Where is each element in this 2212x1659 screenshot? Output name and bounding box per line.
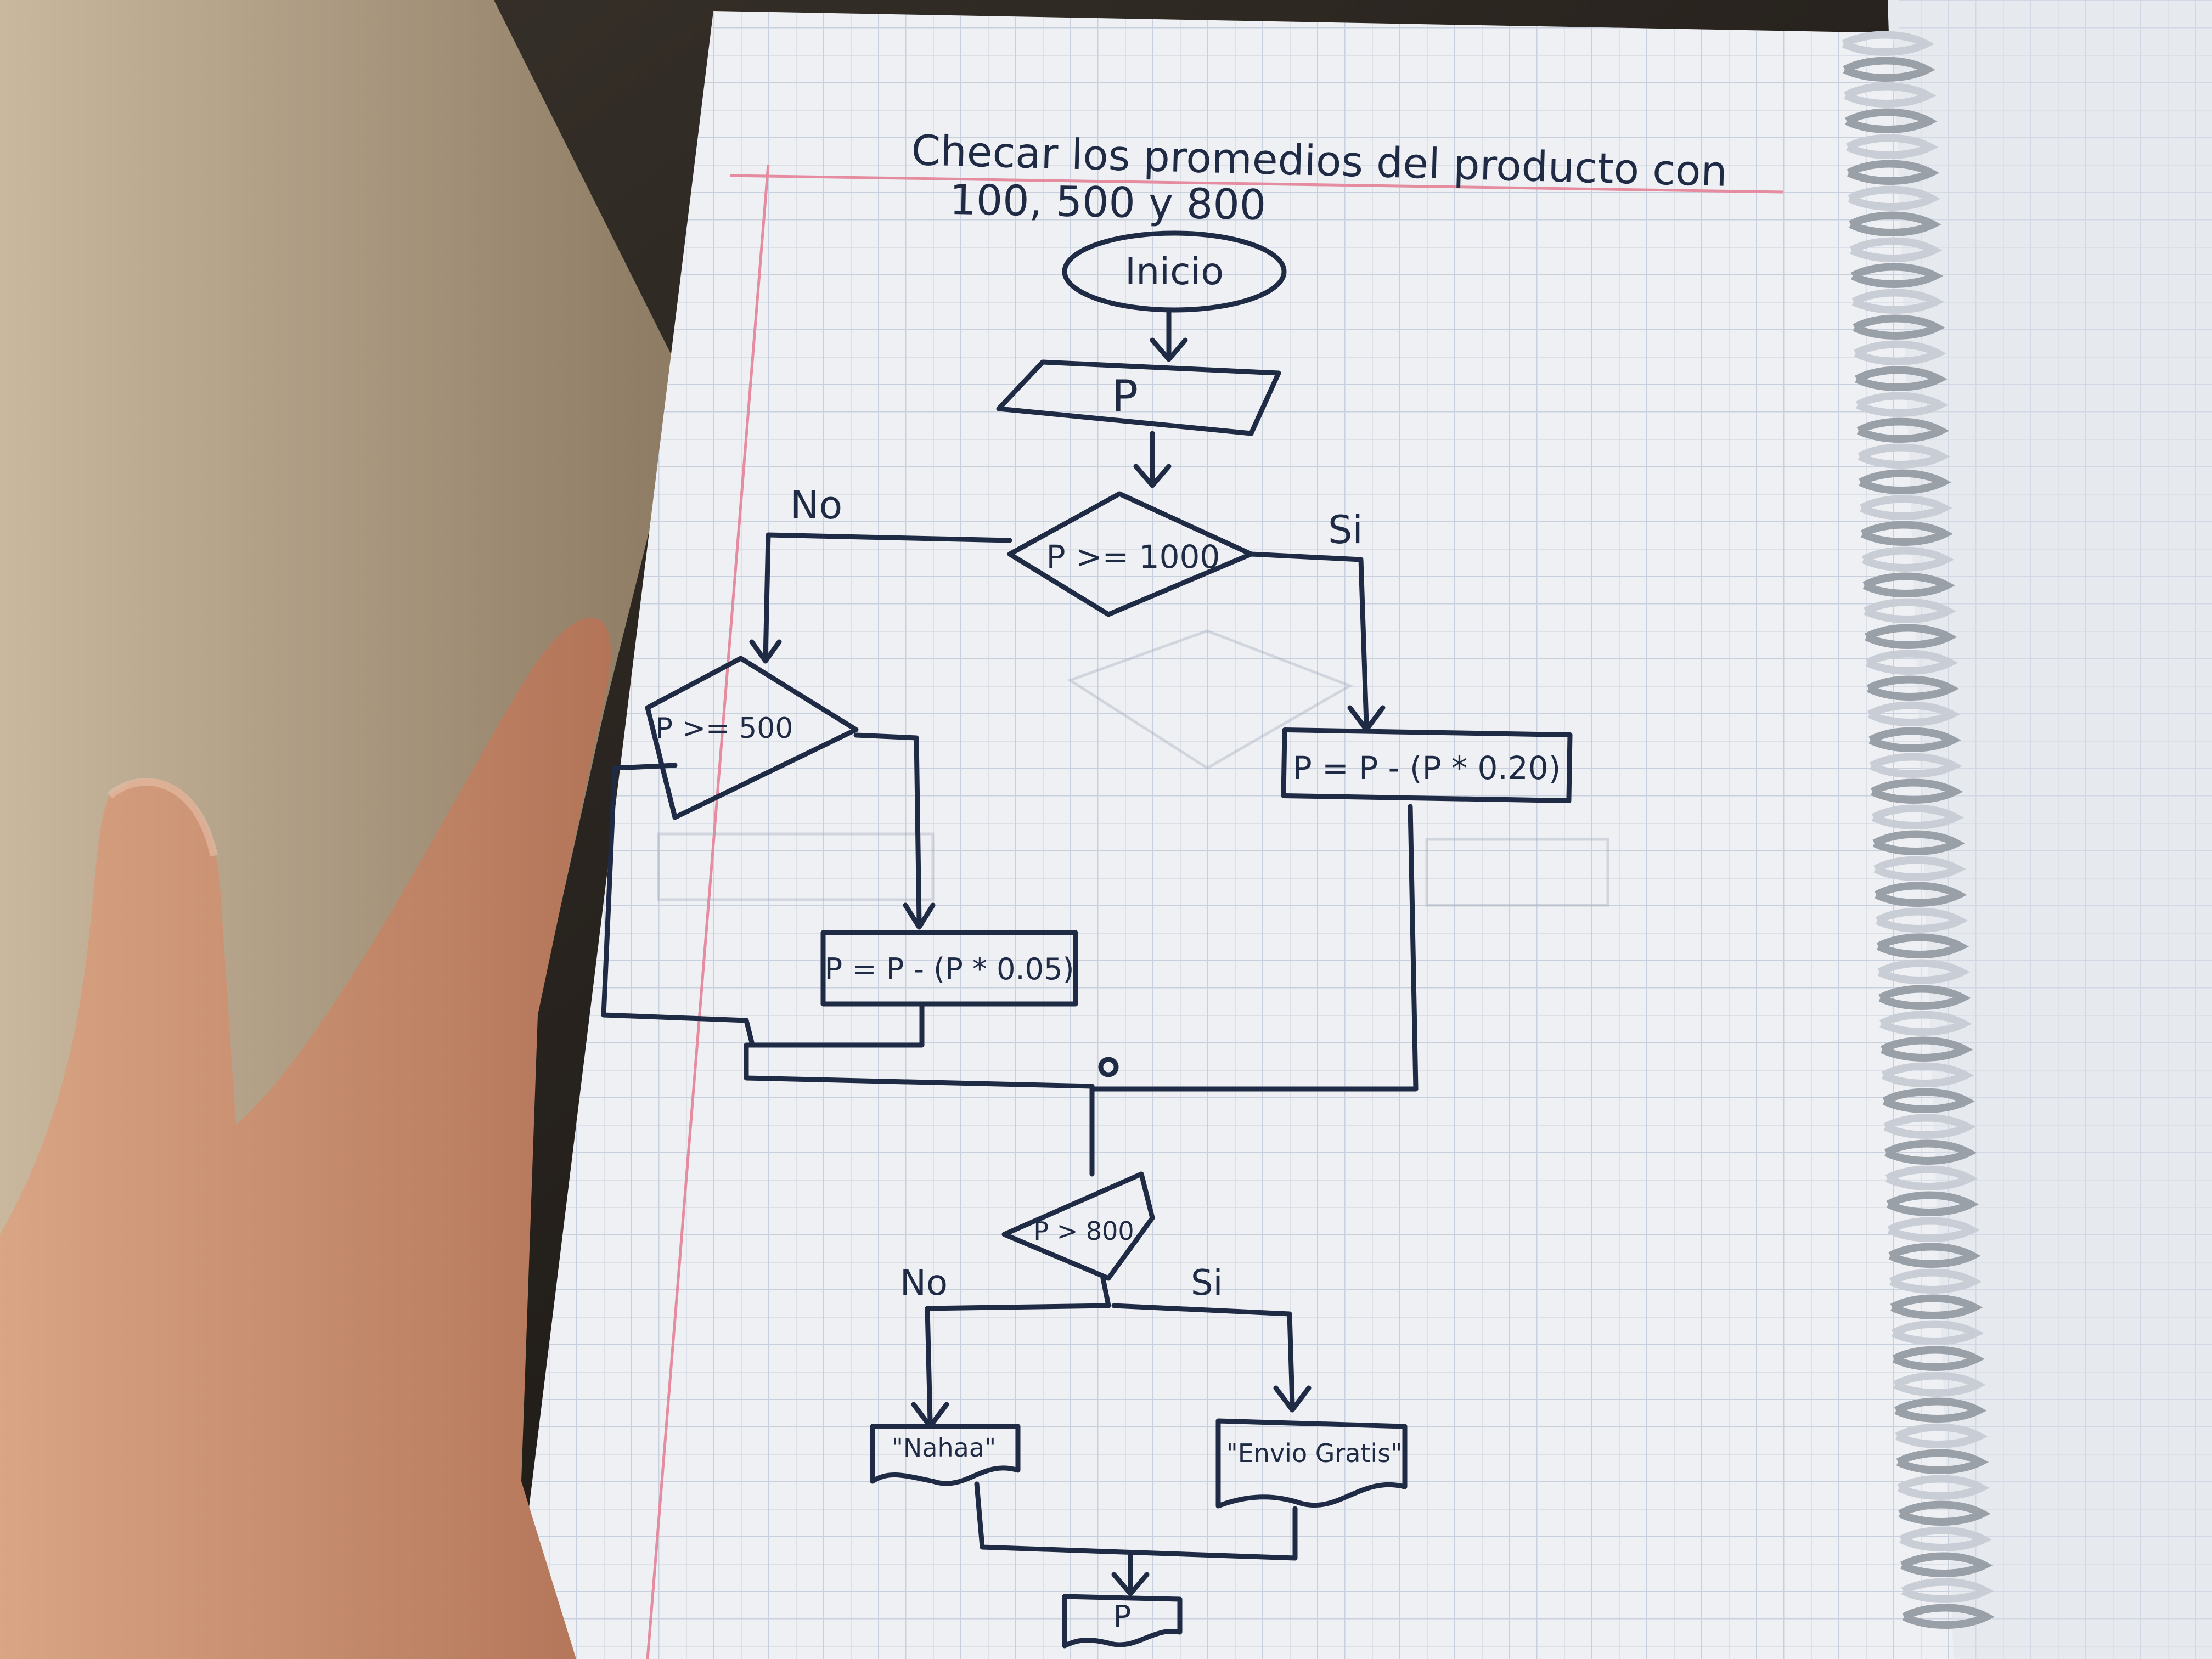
spiral-coil xyxy=(1875,882,1967,907)
spiral-coil xyxy=(1865,624,1957,649)
spiral-coil xyxy=(1849,211,1941,236)
output-yes-label: "Envio Gratis" xyxy=(1226,1438,1403,1468)
spiral-coil xyxy=(1877,959,1970,984)
start-label: Inicio xyxy=(1125,250,1224,294)
spiral-coil xyxy=(1895,1423,1988,1448)
output-document-yes xyxy=(1215,1418,1408,1509)
spiral-coil xyxy=(1861,546,1955,572)
input-label: P xyxy=(1112,371,1138,422)
spiral-coil xyxy=(1892,1346,1985,1371)
decision-1-no: No xyxy=(790,483,842,528)
spiral-coil xyxy=(1893,1372,1986,1397)
decision-3-label: P > 800 xyxy=(1033,1216,1134,1246)
spiral-coil xyxy=(1888,1243,1981,1268)
spiral-coil xyxy=(1878,985,1971,1010)
spiral-coil xyxy=(1896,1449,1989,1474)
spiral-coil xyxy=(1851,289,1945,314)
spiral-coil xyxy=(1882,1088,1975,1113)
start-terminal xyxy=(1062,230,1287,313)
spiral-coil xyxy=(1884,1139,1977,1165)
spiral-coil xyxy=(1885,1165,1978,1190)
spiral-coil xyxy=(1870,778,1963,804)
decision-1-yes: Si xyxy=(1328,507,1363,552)
spiral-coil xyxy=(1889,1268,1982,1294)
final-output-document xyxy=(1062,1594,1183,1649)
spiral-coil xyxy=(1847,160,1940,185)
spiral-coil xyxy=(1862,572,1955,597)
spiral-coil xyxy=(1858,443,1950,469)
spiral-coil xyxy=(1867,701,1960,726)
process-box-no xyxy=(820,930,1078,1007)
spiral-coil xyxy=(1879,1011,1972,1036)
spiral-coil xyxy=(1898,1500,1991,1526)
process-no-label: P = P - (P * 0.05) xyxy=(825,952,1074,986)
spiral-coil xyxy=(1886,1191,1979,1216)
spiral-coil xyxy=(1887,1217,1980,1242)
spiral-coil xyxy=(1842,31,1935,56)
spiral-coil xyxy=(1844,82,1937,108)
spiral-coil xyxy=(1894,1397,1987,1423)
process-box-yes xyxy=(1281,727,1573,804)
merge-connector xyxy=(1098,1057,1119,1077)
spiral-coil xyxy=(1850,263,1944,288)
decision-3-no: No xyxy=(900,1263,948,1304)
spiral-coil xyxy=(1870,753,1962,778)
page-title-line2: 100, 500 y 800 xyxy=(949,175,1267,229)
spiral-coil xyxy=(1876,933,1969,958)
spiral-coil xyxy=(1901,1578,1994,1603)
spiral-coil xyxy=(1854,340,1946,365)
spiral-coil xyxy=(1845,134,1939,159)
spiral-coil xyxy=(1855,392,1949,417)
margin-line-left xyxy=(646,164,770,1659)
spiral-binding xyxy=(1842,31,1995,1629)
spiral-coil xyxy=(1850,237,1943,262)
spiral-coil xyxy=(1902,1604,1995,1629)
spiral-coil xyxy=(1843,57,1935,82)
input-parallelogram xyxy=(996,359,1281,436)
decision-diamond-2 xyxy=(645,656,859,820)
spiral-coil xyxy=(1890,1294,1983,1319)
spiral-coil xyxy=(1880,1036,1973,1062)
spiral-coil xyxy=(1853,314,1945,340)
spiral-coil xyxy=(1855,366,1948,391)
spiral-coil xyxy=(1866,675,1960,701)
spiral-coil xyxy=(1900,1552,1993,1577)
output-document-no xyxy=(870,1424,1021,1486)
margin-line-top xyxy=(729,174,1784,194)
spiral-coil xyxy=(1860,495,1952,520)
process-yes-label: P = P - (P * 0.20) xyxy=(1293,749,1561,787)
spiral-coil xyxy=(1899,1526,1992,1551)
final-output-label: P xyxy=(1113,1599,1132,1634)
spiral-coil xyxy=(1848,185,1940,211)
hand xyxy=(0,618,611,1659)
spiral-coil xyxy=(1845,108,1938,133)
spiral-coil xyxy=(1897,1475,1990,1500)
flowchart: Inicio P P >= 1000 No Si P >= 500 P = P … xyxy=(601,230,1573,1649)
decision-3-yes: Si xyxy=(1191,1263,1223,1304)
decision-2-label: P >= 500 xyxy=(656,712,793,745)
decision-1-label: P >= 1000 xyxy=(1046,538,1220,575)
spiral-coil xyxy=(1881,1062,1974,1087)
spiral-coil xyxy=(1871,804,1965,830)
spiral-coil xyxy=(1859,469,1951,494)
notebook-page xyxy=(510,11,1954,1659)
spiral-coil xyxy=(1864,598,1956,623)
spiral-coil xyxy=(1860,521,1954,546)
spiral-coil xyxy=(1891,1320,1984,1345)
spiral-coil xyxy=(1856,417,1950,443)
spiral-coil xyxy=(1868,727,1961,752)
decision-diamond-1 xyxy=(1007,491,1254,617)
output-no-label: "Nahaa" xyxy=(892,1433,996,1463)
spiral-coil xyxy=(1873,856,1966,881)
spiral-coil xyxy=(1875,907,1968,933)
spiral-coil xyxy=(1872,830,1965,855)
decision-diamond-3 xyxy=(1001,1171,1155,1281)
spiral-coil xyxy=(1865,650,1958,675)
spiral-coil xyxy=(1883,1114,1976,1139)
